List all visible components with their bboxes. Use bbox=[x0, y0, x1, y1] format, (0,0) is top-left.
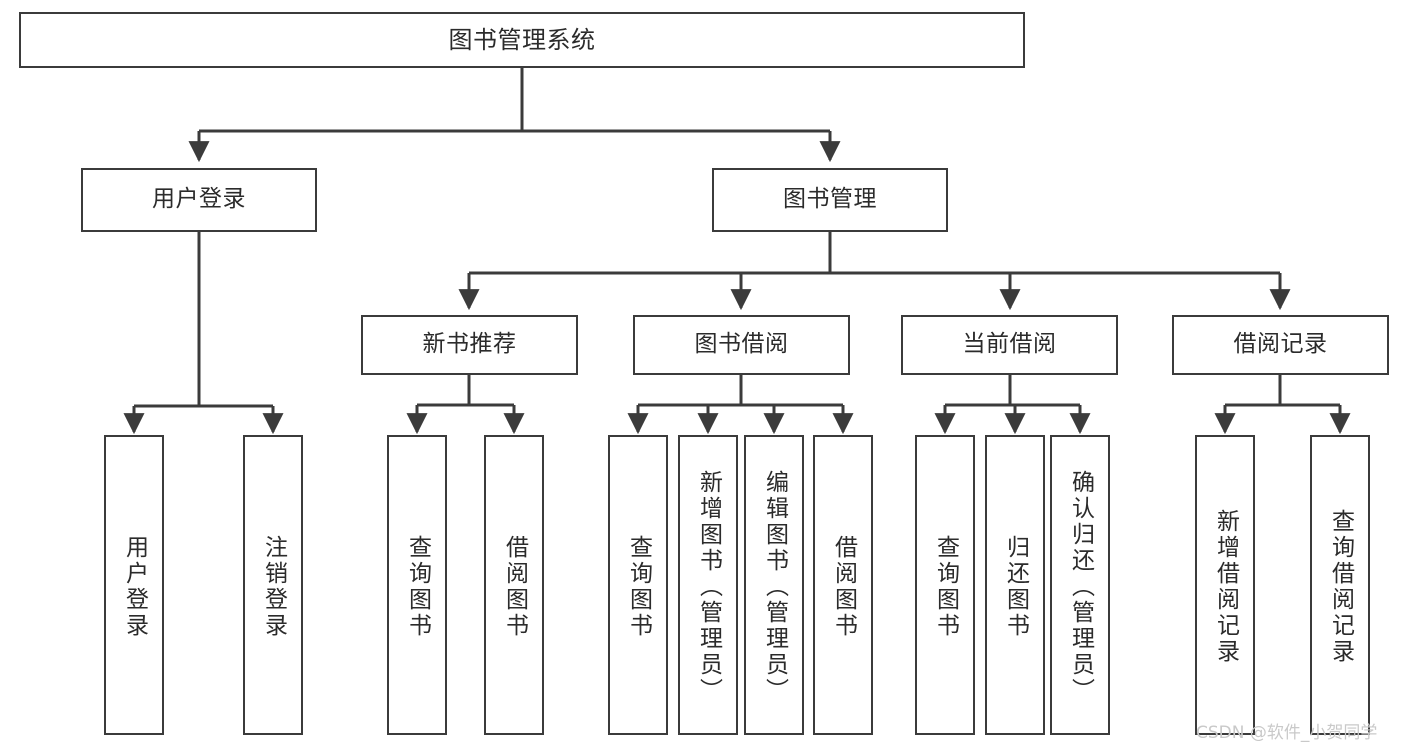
node-label: 图书管理系统 bbox=[448, 25, 596, 54]
node-label: 图书管理 bbox=[783, 186, 877, 213]
node-label: 当前借阅 bbox=[962, 331, 1057, 358]
node-current-borrow[interactable]: 当前借阅 bbox=[901, 315, 1118, 375]
leaf-add-borrow-record[interactable]: 新增借阅记录 bbox=[1195, 435, 1255, 735]
node-label: 借阅图书 bbox=[501, 535, 528, 639]
node-user-login[interactable]: 用户登录 bbox=[81, 168, 317, 232]
node-label: 借阅图书 bbox=[830, 535, 857, 639]
node-root-system[interactable]: 图书管理系统 bbox=[19, 12, 1025, 68]
leaf-query-book-borrow[interactable]: 查询图书 bbox=[608, 435, 668, 735]
node-label: 注销登录 bbox=[260, 535, 287, 639]
leaf-borrow-book[interactable]: 借阅图书 bbox=[813, 435, 873, 735]
watermark-text: CSDN @软件_小贺同学 bbox=[1196, 723, 1378, 743]
leaf-query-book-recommend[interactable]: 查询图书 bbox=[387, 435, 447, 735]
leaf-logout[interactable]: 注销登录 bbox=[243, 435, 303, 735]
node-label: 借阅记录 bbox=[1233, 331, 1328, 358]
node-label: 用户登录 bbox=[152, 186, 246, 213]
node-label: 新增图书（管理员） bbox=[695, 470, 722, 704]
node-label: 图书借阅 bbox=[694, 331, 789, 358]
node-label: 查询图书 bbox=[625, 535, 652, 639]
node-label: 新增借阅记录 bbox=[1212, 509, 1239, 665]
node-borrow-record[interactable]: 借阅记录 bbox=[1172, 315, 1389, 375]
leaf-query-borrow-record[interactable]: 查询借阅记录 bbox=[1310, 435, 1370, 735]
leaf-edit-book[interactable]: 编辑图书（管理员） bbox=[744, 435, 804, 735]
node-label: 查询图书 bbox=[932, 535, 959, 639]
node-new-book-recommend[interactable]: 新书推荐 bbox=[361, 315, 578, 375]
node-label: 查询图书 bbox=[404, 535, 431, 639]
node-label: 新书推荐 bbox=[422, 331, 517, 358]
leaf-add-book[interactable]: 新增图书（管理员） bbox=[678, 435, 738, 735]
node-label: 确认归还（管理员） bbox=[1067, 470, 1094, 704]
node-label: 用户登录 bbox=[121, 535, 148, 639]
leaf-confirm-return[interactable]: 确认归还（管理员） bbox=[1050, 435, 1110, 735]
leaf-return-book[interactable]: 归还图书 bbox=[985, 435, 1045, 735]
node-book-borrow[interactable]: 图书借阅 bbox=[633, 315, 850, 375]
node-label: 查询借阅记录 bbox=[1327, 509, 1354, 665]
node-label: 编辑图书（管理员） bbox=[761, 470, 788, 704]
node-book-management[interactable]: 图书管理 bbox=[712, 168, 948, 232]
leaf-borrow-book-recommend[interactable]: 借阅图书 bbox=[484, 435, 544, 735]
node-label: 归还图书 bbox=[1002, 535, 1029, 639]
leaf-query-book-current[interactable]: 查询图书 bbox=[915, 435, 975, 735]
leaf-user-login[interactable]: 用户登录 bbox=[104, 435, 164, 735]
